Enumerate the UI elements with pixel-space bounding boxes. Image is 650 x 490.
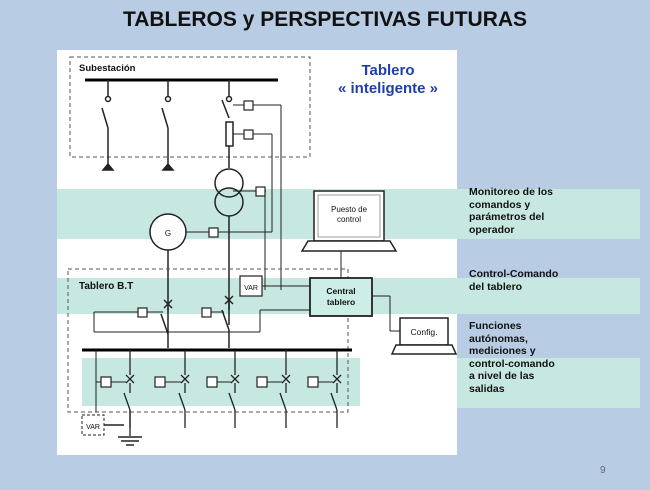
central-board-label-1: Central bbox=[326, 286, 355, 296]
ground-symbol bbox=[104, 424, 142, 446]
operator-station-label-2: control bbox=[337, 215, 361, 224]
generator-branch-switch bbox=[160, 313, 169, 335]
annotation-control: Control-Comando del tablero bbox=[469, 268, 559, 293]
var-bottom-label: VAR bbox=[86, 424, 100, 431]
central-board-label-2: tablero bbox=[327, 297, 355, 307]
board-label: Tablero B.T bbox=[79, 281, 133, 292]
slide-title: TABLEROS y PERSPECTIVAS FUTURAS bbox=[122, 8, 528, 31]
signal-wires-substation bbox=[181, 104, 282, 290]
substation-feeder-1 bbox=[101, 80, 115, 171]
operator-laptop bbox=[300, 190, 398, 252]
band-outputs-ext bbox=[457, 358, 640, 408]
band-control-ext bbox=[457, 278, 640, 314]
substation-label: Subestación bbox=[79, 63, 136, 74]
generator-label: G bbox=[165, 229, 171, 238]
operator-station-label-1: Puesto de bbox=[331, 205, 368, 214]
diagram-heading-line1: Tablero bbox=[361, 62, 414, 79]
band-operator-inner bbox=[57, 189, 457, 239]
sensor-squares-outputs bbox=[100, 376, 319, 388]
substation-frame bbox=[69, 56, 311, 158]
central-board-box bbox=[309, 277, 373, 317]
page-number: 9 bbox=[600, 465, 606, 476]
generator-symbol bbox=[149, 213, 187, 348]
output-sensor-wires bbox=[95, 350, 333, 412]
output-feeders bbox=[123, 350, 342, 436]
annotation-functions: Funciones autónomas, mediciones y contro… bbox=[469, 320, 555, 395]
incomer-transformer-breaker bbox=[221, 295, 234, 348]
signal-wires-board bbox=[93, 285, 310, 333]
board-frame bbox=[67, 268, 349, 413]
var-label: VAR bbox=[244, 285, 258, 292]
annotation-operator: Monitoreo de los comandos y parámetros d… bbox=[469, 186, 553, 236]
config-label: Config. bbox=[411, 327, 438, 337]
substation-feeder-2 bbox=[161, 80, 175, 171]
diagram-heading-line2: « inteligente » bbox=[338, 80, 438, 97]
band-operator-ext bbox=[457, 189, 640, 239]
config-laptop bbox=[390, 317, 458, 355]
